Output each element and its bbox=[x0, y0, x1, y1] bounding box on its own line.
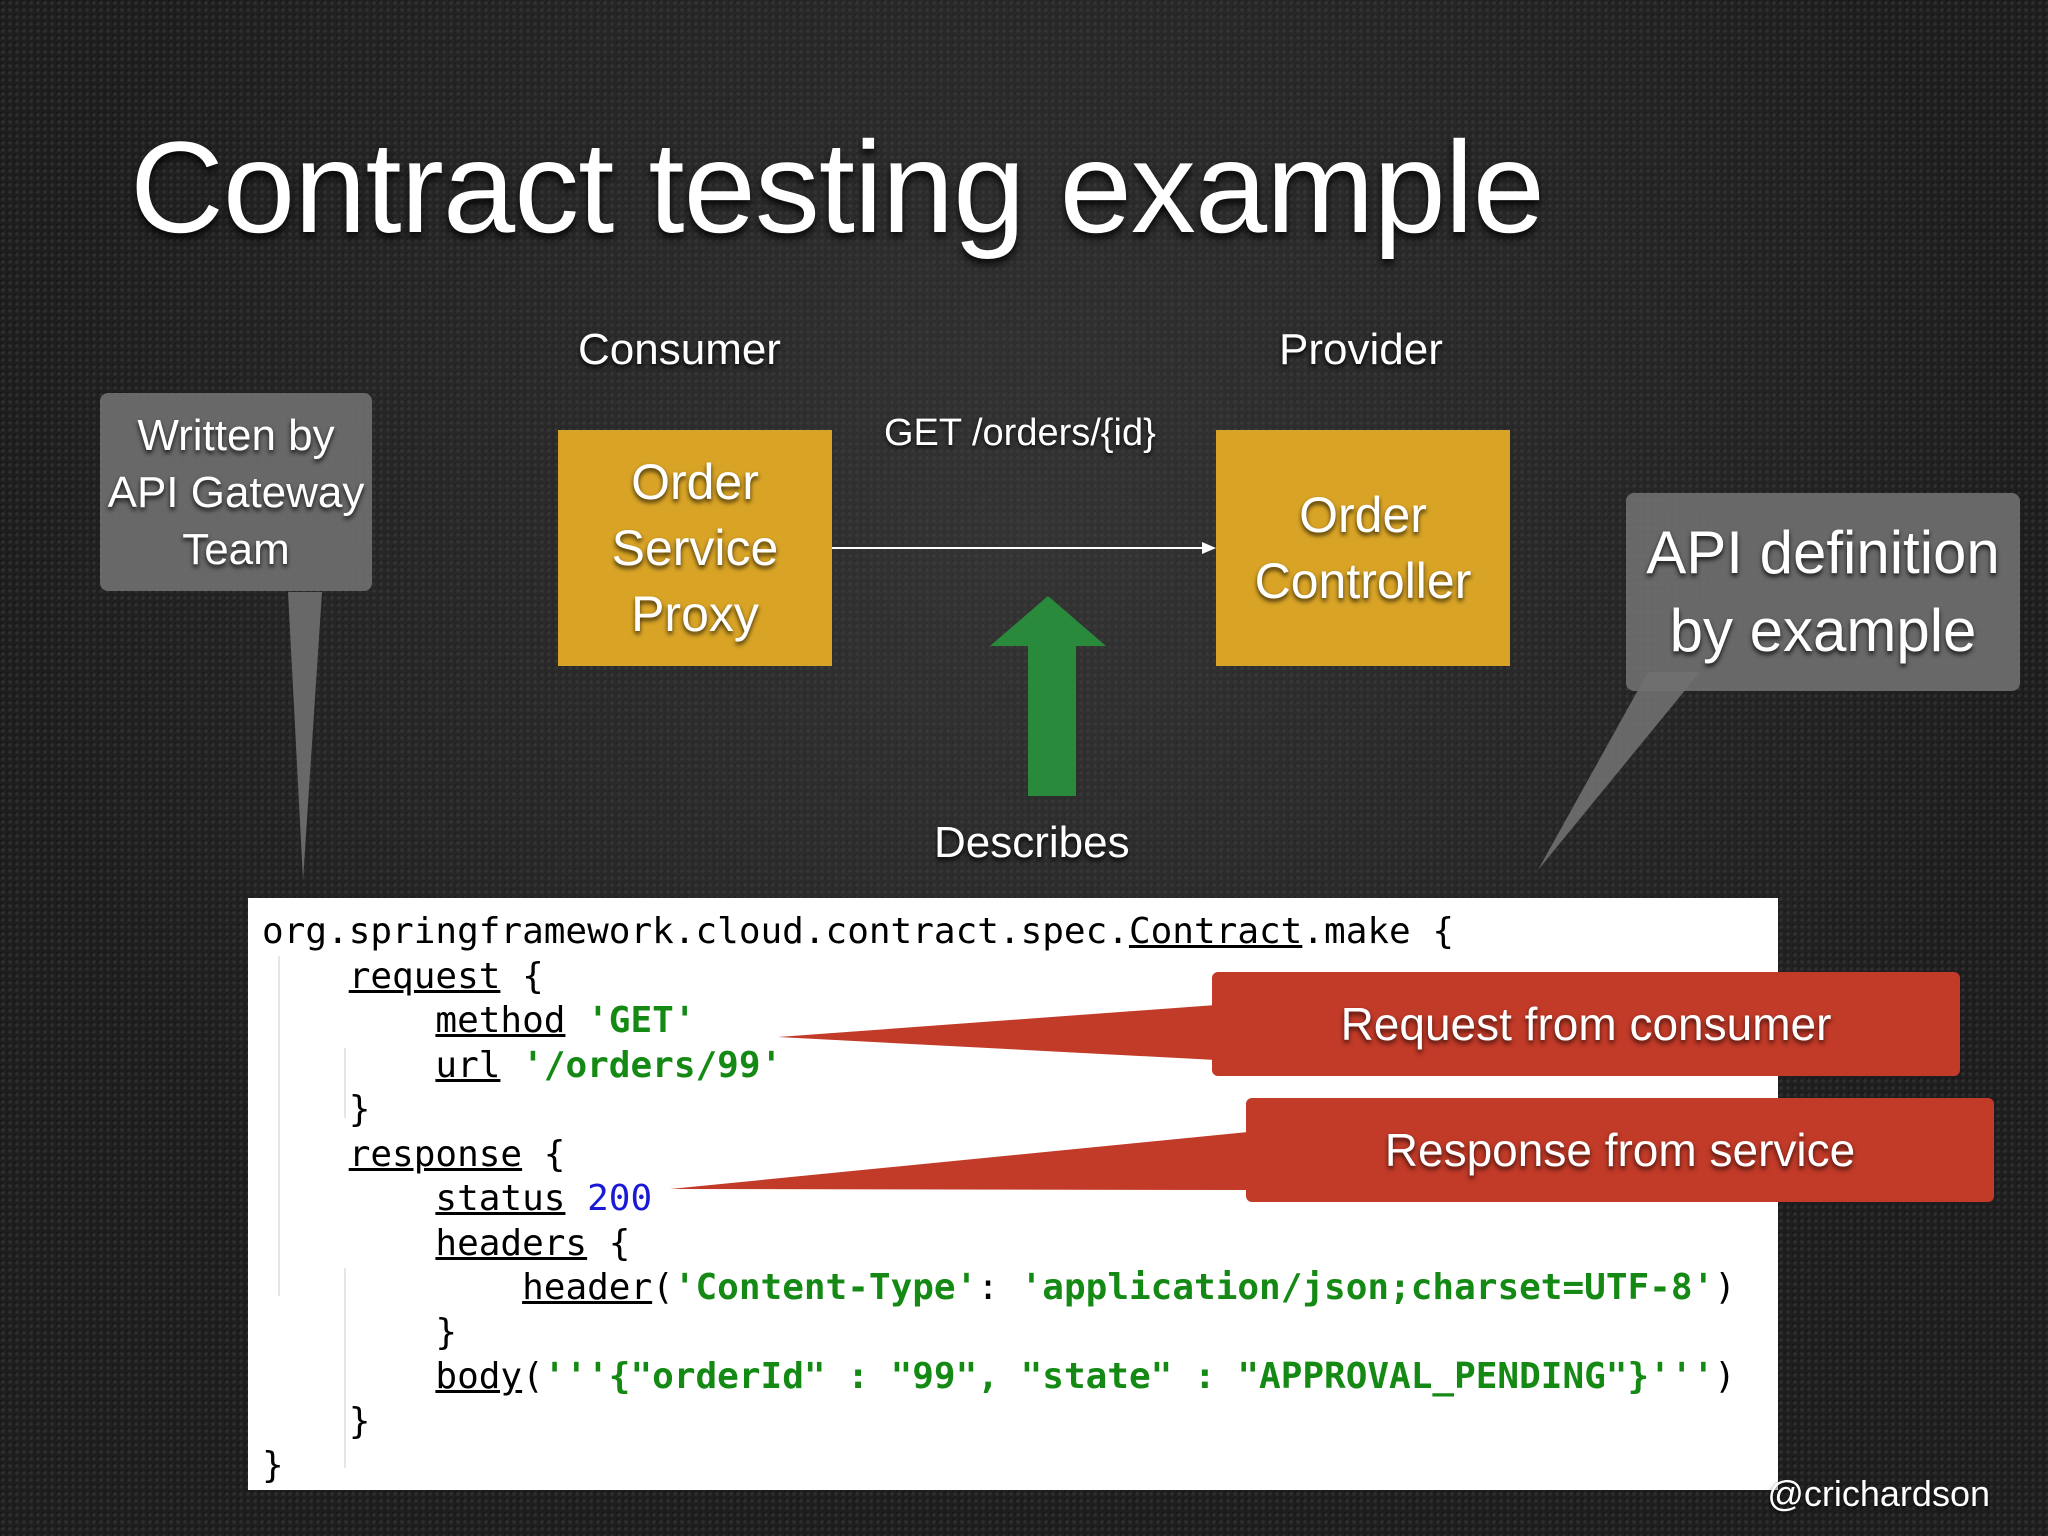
provider-box-line-2: Controller bbox=[1254, 553, 1472, 609]
code-line: response { bbox=[348, 1133, 566, 1175]
indent-guide bbox=[344, 1268, 346, 1468]
code-line: body('''{"orderId" : "99", "state" : "AP… bbox=[435, 1356, 1736, 1397]
code-line: status 200 bbox=[435, 1178, 653, 1219]
describes-arrow-icon bbox=[990, 596, 1106, 796]
describes-label: Describes bbox=[934, 818, 1130, 867]
consumer-box-line-1: Order bbox=[631, 454, 759, 510]
code-line: org.springframework.cloud.contract.spec.… bbox=[262, 911, 1455, 952]
consumer-label: Consumer bbox=[578, 325, 781, 374]
contract-code: org.springframework.cloud.contract.spec.… bbox=[262, 910, 1736, 1489]
author-handle: @crichardson bbox=[1767, 1473, 1990, 1514]
code-line: } bbox=[348, 1400, 371, 1442]
code-line: } bbox=[435, 1311, 458, 1353]
code-line: request { bbox=[348, 955, 544, 997]
indent-guide bbox=[278, 956, 280, 1296]
consumer-box-line-3: Proxy bbox=[631, 586, 759, 642]
request-arrow-label: GET /orders/{id} bbox=[884, 412, 1156, 454]
code-line: header('Content-Type': 'application/json… bbox=[522, 1267, 1736, 1308]
api-definition-line-2: by example bbox=[1669, 597, 1977, 664]
slide-title: Contract testing example bbox=[130, 114, 1545, 260]
written-by-line-1: Written by bbox=[137, 410, 335, 460]
written-by-pointer bbox=[288, 592, 322, 880]
code-line: headers { bbox=[435, 1222, 631, 1264]
code-line: } bbox=[348, 1089, 371, 1130]
code-line: } bbox=[262, 1445, 284, 1486]
consumer-box-line-2: Service bbox=[611, 520, 779, 576]
request-arrow-head bbox=[1202, 542, 1216, 554]
written-by-line-3: Team bbox=[182, 524, 290, 574]
api-definition-line-1: API definition bbox=[1646, 519, 2000, 586]
provider-label: Provider bbox=[1279, 325, 1443, 374]
response-from-service-callout: Response from service bbox=[1246, 1098, 1994, 1202]
provider-box-line-1: Order bbox=[1299, 487, 1427, 543]
order-service-proxy-box: Order Service Proxy bbox=[558, 430, 832, 666]
indent-guide bbox=[344, 1048, 346, 1118]
code-line: url '/orders/99' bbox=[435, 1044, 783, 1086]
written-by-callout: Written by API Gateway Team bbox=[100, 393, 372, 591]
api-definition-pointer bbox=[1538, 672, 1700, 870]
written-by-line-2: API Gateway bbox=[107, 467, 365, 517]
order-controller-box: Order Controller bbox=[1216, 430, 1510, 666]
request-from-consumer-callout: Request from consumer bbox=[1212, 972, 1960, 1076]
code-line: method 'GET' bbox=[435, 1000, 696, 1041]
response-callout-pointer bbox=[670, 1132, 1248, 1190]
api-definition-callout: API definition by example bbox=[1626, 493, 2020, 691]
request-callout-pointer bbox=[778, 1005, 1216, 1060]
